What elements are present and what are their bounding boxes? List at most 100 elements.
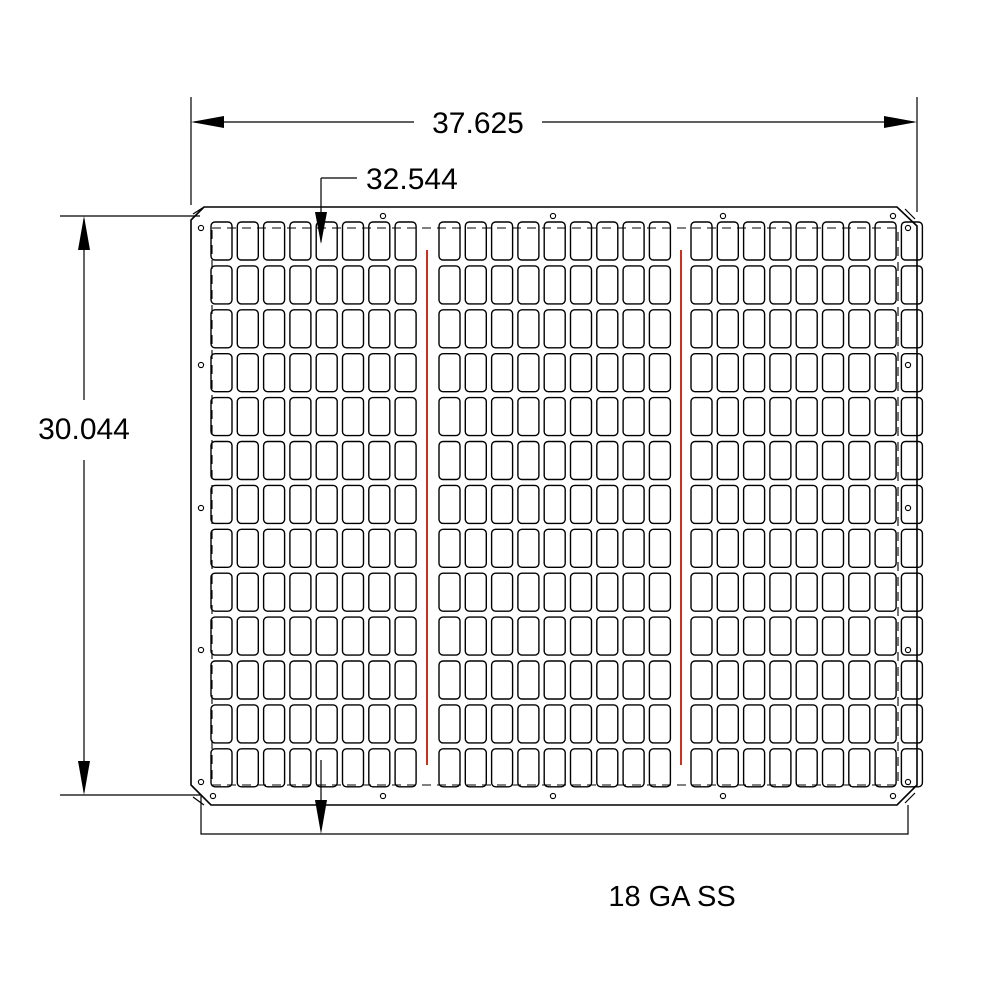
slot bbox=[622, 704, 645, 744]
overall-width-dimension: 37.625 bbox=[190, 97, 918, 212]
slot bbox=[289, 616, 312, 656]
slot bbox=[464, 616, 487, 656]
mounting-hole bbox=[197, 361, 205, 369]
slot bbox=[569, 396, 593, 437]
slot bbox=[648, 660, 672, 700]
slot bbox=[821, 353, 845, 393]
slot bbox=[848, 221, 871, 261]
slot bbox=[543, 265, 566, 305]
slot bbox=[769, 484, 792, 525]
slot bbox=[262, 353, 286, 393]
slot bbox=[795, 660, 818, 700]
slot bbox=[236, 748, 260, 788]
slot bbox=[795, 616, 818, 656]
slot bbox=[262, 484, 286, 525]
slot bbox=[596, 221, 619, 261]
slot bbox=[490, 528, 514, 568]
slot bbox=[900, 660, 924, 700]
slot bbox=[569, 572, 593, 612]
slot bbox=[210, 616, 233, 656]
slot bbox=[341, 440, 365, 481]
slot bbox=[464, 221, 487, 261]
slot bbox=[341, 309, 365, 349]
slot bbox=[315, 616, 338, 656]
slot bbox=[368, 572, 391, 612]
slot bbox=[236, 396, 260, 437]
slot bbox=[464, 353, 487, 393]
slot bbox=[742, 353, 766, 393]
slot bbox=[742, 396, 766, 437]
slot bbox=[596, 396, 619, 437]
slot bbox=[210, 396, 233, 437]
slot bbox=[742, 748, 766, 788]
mounting-hole bbox=[904, 224, 912, 232]
slot bbox=[569, 704, 593, 744]
slot bbox=[517, 748, 540, 788]
slot bbox=[464, 572, 487, 612]
slot bbox=[874, 616, 897, 656]
slot bbox=[874, 748, 897, 788]
slot bbox=[490, 396, 514, 437]
slot bbox=[438, 484, 461, 525]
mounting-hole bbox=[549, 212, 557, 220]
slot bbox=[210, 748, 233, 788]
slot bbox=[236, 353, 260, 393]
slot bbox=[368, 396, 391, 437]
slot bbox=[315, 396, 338, 437]
mounting-hole bbox=[904, 504, 912, 512]
slot bbox=[648, 616, 672, 656]
slot bbox=[236, 704, 260, 744]
slot bbox=[900, 572, 924, 612]
arrowhead-top-icon bbox=[78, 216, 90, 250]
slot bbox=[262, 528, 286, 568]
slot bbox=[394, 704, 417, 744]
slot bbox=[716, 396, 739, 437]
slot bbox=[622, 484, 645, 525]
material-note: 18 GA SS bbox=[608, 881, 735, 913]
slot bbox=[262, 748, 286, 788]
slot bbox=[596, 353, 619, 393]
slot bbox=[900, 616, 924, 656]
slot bbox=[821, 221, 845, 261]
slot bbox=[368, 353, 391, 393]
slot bbox=[821, 484, 845, 525]
slot bbox=[742, 616, 766, 656]
slot bbox=[769, 616, 792, 656]
slot bbox=[569, 353, 593, 393]
slot bbox=[315, 309, 338, 349]
slot bbox=[262, 221, 286, 261]
slot bbox=[742, 221, 766, 261]
slot bbox=[648, 572, 672, 612]
slot bbox=[795, 528, 818, 568]
slot bbox=[341, 704, 365, 744]
slot bbox=[900, 353, 924, 393]
slot bbox=[543, 396, 566, 437]
slot bbox=[438, 572, 461, 612]
mounting-holes bbox=[197, 212, 912, 800]
mounting-hole bbox=[904, 646, 912, 654]
slot bbox=[848, 572, 871, 612]
slot bbox=[490, 221, 514, 261]
slot bbox=[716, 221, 739, 261]
slot bbox=[622, 309, 645, 349]
slot bbox=[690, 396, 713, 437]
slot bbox=[716, 748, 739, 788]
slot bbox=[341, 528, 365, 568]
slot bbox=[368, 265, 391, 305]
mounting-hole bbox=[379, 212, 387, 220]
slot bbox=[341, 572, 365, 612]
mounting-hole bbox=[904, 778, 912, 786]
slot bbox=[690, 660, 713, 700]
slot bbox=[289, 748, 312, 788]
slot bbox=[464, 265, 487, 305]
slot bbox=[848, 484, 871, 525]
slot bbox=[769, 572, 792, 612]
slot bbox=[438, 528, 461, 568]
slot bbox=[716, 660, 739, 700]
slot bbox=[742, 440, 766, 481]
slot bbox=[848, 616, 871, 656]
slot bbox=[368, 748, 391, 788]
slot bbox=[341, 660, 365, 700]
arrowhead-bottom-icon bbox=[78, 761, 90, 795]
slot bbox=[490, 309, 514, 349]
